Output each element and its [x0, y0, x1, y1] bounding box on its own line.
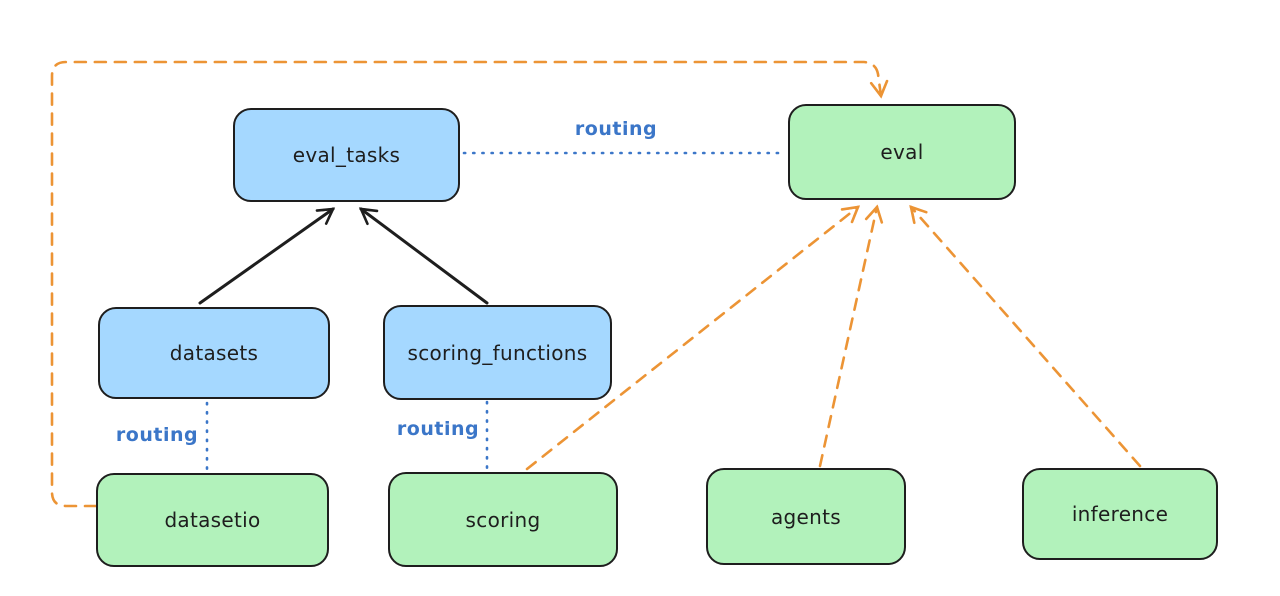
node-eval-tasks: eval_tasks	[233, 108, 460, 202]
node-eval: eval	[788, 104, 1016, 200]
node-label: eval	[880, 140, 924, 164]
node-inference: inference	[1022, 468, 1218, 560]
edge-agents-to-eval	[818, 204, 884, 468]
node-label: eval_tasks	[292, 143, 401, 167]
node-label: datasets	[169, 341, 259, 365]
node-label: agents	[771, 504, 841, 529]
edge-datasetio-to-eval	[50, 60, 889, 508]
edge-inference-to-eval	[909, 205, 1142, 468]
node-label: scoring_functions	[407, 340, 588, 365]
node-scoring-functions: scoring_functions	[383, 305, 612, 400]
node-scoring: scoring	[388, 472, 618, 567]
edge-label-routing-eval-tasks-eval: routing	[574, 118, 658, 140]
node-label: datasetio	[164, 508, 261, 532]
edge-scoring-functions-to-eval-tasks	[358, 207, 489, 305]
edge-label-routing-datasets-datasetio: routing	[115, 424, 199, 446]
node-agents: agents	[706, 468, 906, 565]
node-label: scoring	[465, 507, 541, 532]
node-datasets: datasets	[98, 307, 330, 399]
edge-datasets-to-eval-tasks	[198, 207, 336, 305]
node-datasetio: datasetio	[96, 473, 329, 567]
edge-label-routing-scoring-functions-scoring: routing	[396, 418, 480, 440]
node-label: inference	[1071, 502, 1169, 526]
